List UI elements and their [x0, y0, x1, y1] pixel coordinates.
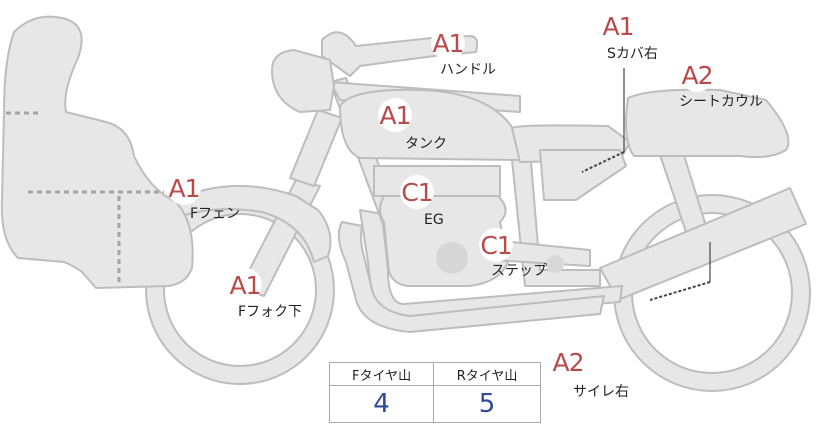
s-cover-right-marker: A1 [601, 9, 635, 43]
exhaust-pipe-2 [337, 221, 605, 333]
front-tire-header: Fタイヤ山 [328, 362, 435, 386]
front-fork-lower-grade: A1 [229, 270, 261, 300]
tank-label: タンク [405, 136, 447, 152]
front-tire-value: 4 [328, 385, 435, 423]
front-fork-lower-label: Fフォク下 [238, 304, 303, 320]
leader-s-cover-dash [581, 151, 625, 173]
engine-head [373, 165, 501, 197]
tank-grade: A1 [379, 100, 411, 130]
silencer-right-marker: A2 [551, 345, 585, 379]
front-fender-grade: A1 [168, 173, 200, 203]
step-label: ステップ [491, 263, 547, 279]
seat-cowl-label: シートカウル [679, 94, 763, 110]
seat-cowl-grade: A2 [681, 60, 713, 90]
front-fender [175, 185, 332, 263]
engine-cover [436, 242, 468, 274]
leader-silencer-dash [649, 281, 711, 301]
upper-fork [289, 109, 343, 187]
headlight [271, 49, 335, 113]
seat-cowl [625, 88, 790, 159]
silencer-right-grade: A2 [552, 347, 584, 377]
handle-grade: A1 [432, 28, 464, 58]
engine-label: EG [424, 212, 444, 228]
front-fork-lower-marker: A1 [228, 268, 262, 302]
step-grade: C1 [480, 230, 512, 260]
step-peg [546, 255, 564, 273]
rear-tire-value: 5 [433, 385, 541, 423]
side-cover [539, 149, 627, 201]
front-cowl [0, 15, 194, 289]
engine-block [379, 195, 509, 287]
engine-marker: C1 [400, 175, 434, 209]
step-marker: C1 [479, 228, 513, 262]
front-fender-marker: A1 [167, 171, 201, 205]
tire-tread-table: Fタイヤ山 Rタイヤ山 4 5 [328, 362, 541, 423]
handle-label: ハンドル [440, 62, 496, 78]
engine-grade: C1 [401, 177, 433, 207]
s-cover-right-label: Sカバ右 [607, 46, 658, 62]
front-fender-label: Fフェン [190, 206, 241, 222]
handle-marker: A1 [431, 26, 465, 60]
seat-cowl-marker: A2 [680, 58, 714, 92]
silencer-right-label: サイレ右 [573, 384, 629, 400]
tank-marker: A1 [378, 98, 412, 132]
s-cover-right-grade: A1 [602, 11, 634, 41]
rear-tire-header: Rタイヤ山 [433, 362, 541, 386]
